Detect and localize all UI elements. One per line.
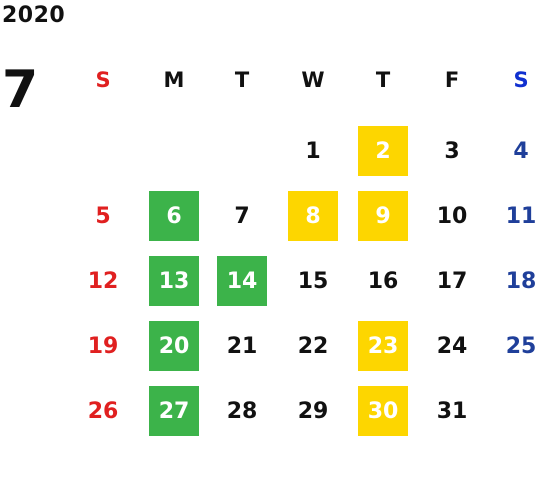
day-cell-6[interactable]: 6 — [149, 191, 199, 241]
day-cell-10[interactable]: 10 — [436, 203, 468, 229]
weekday-header-5: F — [444, 68, 460, 92]
day-cell-31[interactable]: 31 — [436, 398, 468, 424]
day-cell-4[interactable]: 4 — [513, 138, 529, 164]
day-cell-29[interactable]: 29 — [297, 398, 329, 424]
day-cell-18[interactable]: 18 — [505, 268, 537, 294]
weekday-header-6: S — [513, 68, 529, 92]
day-cell-21[interactable]: 21 — [226, 333, 258, 359]
day-cell-7[interactable]: 7 — [234, 203, 250, 229]
day-cell-27[interactable]: 27 — [149, 386, 199, 436]
day-cell-16[interactable]: 16 — [367, 268, 399, 294]
day-cell-23[interactable]: 23 — [358, 321, 408, 371]
day-cell-15[interactable]: 15 — [297, 268, 329, 294]
day-cell-12[interactable]: 12 — [87, 268, 119, 294]
day-cell-8[interactable]: 8 — [288, 191, 338, 241]
day-cell-19[interactable]: 19 — [87, 333, 119, 359]
weekday-header-1: M — [163, 68, 185, 92]
day-cell-2[interactable]: 2 — [358, 126, 408, 176]
day-cell-9[interactable]: 9 — [358, 191, 408, 241]
day-cell-14[interactable]: 14 — [217, 256, 267, 306]
day-cell-26[interactable]: 26 — [87, 398, 119, 424]
day-cell-13[interactable]: 13 — [149, 256, 199, 306]
weekday-header-0: S — [95, 68, 111, 92]
year-label: 2020 — [2, 3, 66, 28]
day-cell-20[interactable]: 20 — [149, 321, 199, 371]
day-cell-11[interactable]: 11 — [505, 203, 537, 229]
day-cell-30[interactable]: 30 — [358, 386, 408, 436]
day-cell-22[interactable]: 22 — [297, 333, 329, 359]
weekday-header-2: T — [234, 68, 250, 92]
month-number: 7 — [2, 60, 39, 120]
day-cell-24[interactable]: 24 — [436, 333, 468, 359]
day-cell-1[interactable]: 1 — [305, 138, 321, 164]
day-cell-3[interactable]: 3 — [444, 138, 460, 164]
weekday-header-3: W — [301, 68, 325, 92]
day-cell-17[interactable]: 17 — [436, 268, 468, 294]
weekday-header-4: T — [375, 68, 391, 92]
day-cell-5[interactable]: 5 — [95, 203, 111, 229]
day-cell-28[interactable]: 28 — [226, 398, 258, 424]
day-cell-25[interactable]: 25 — [505, 333, 537, 359]
